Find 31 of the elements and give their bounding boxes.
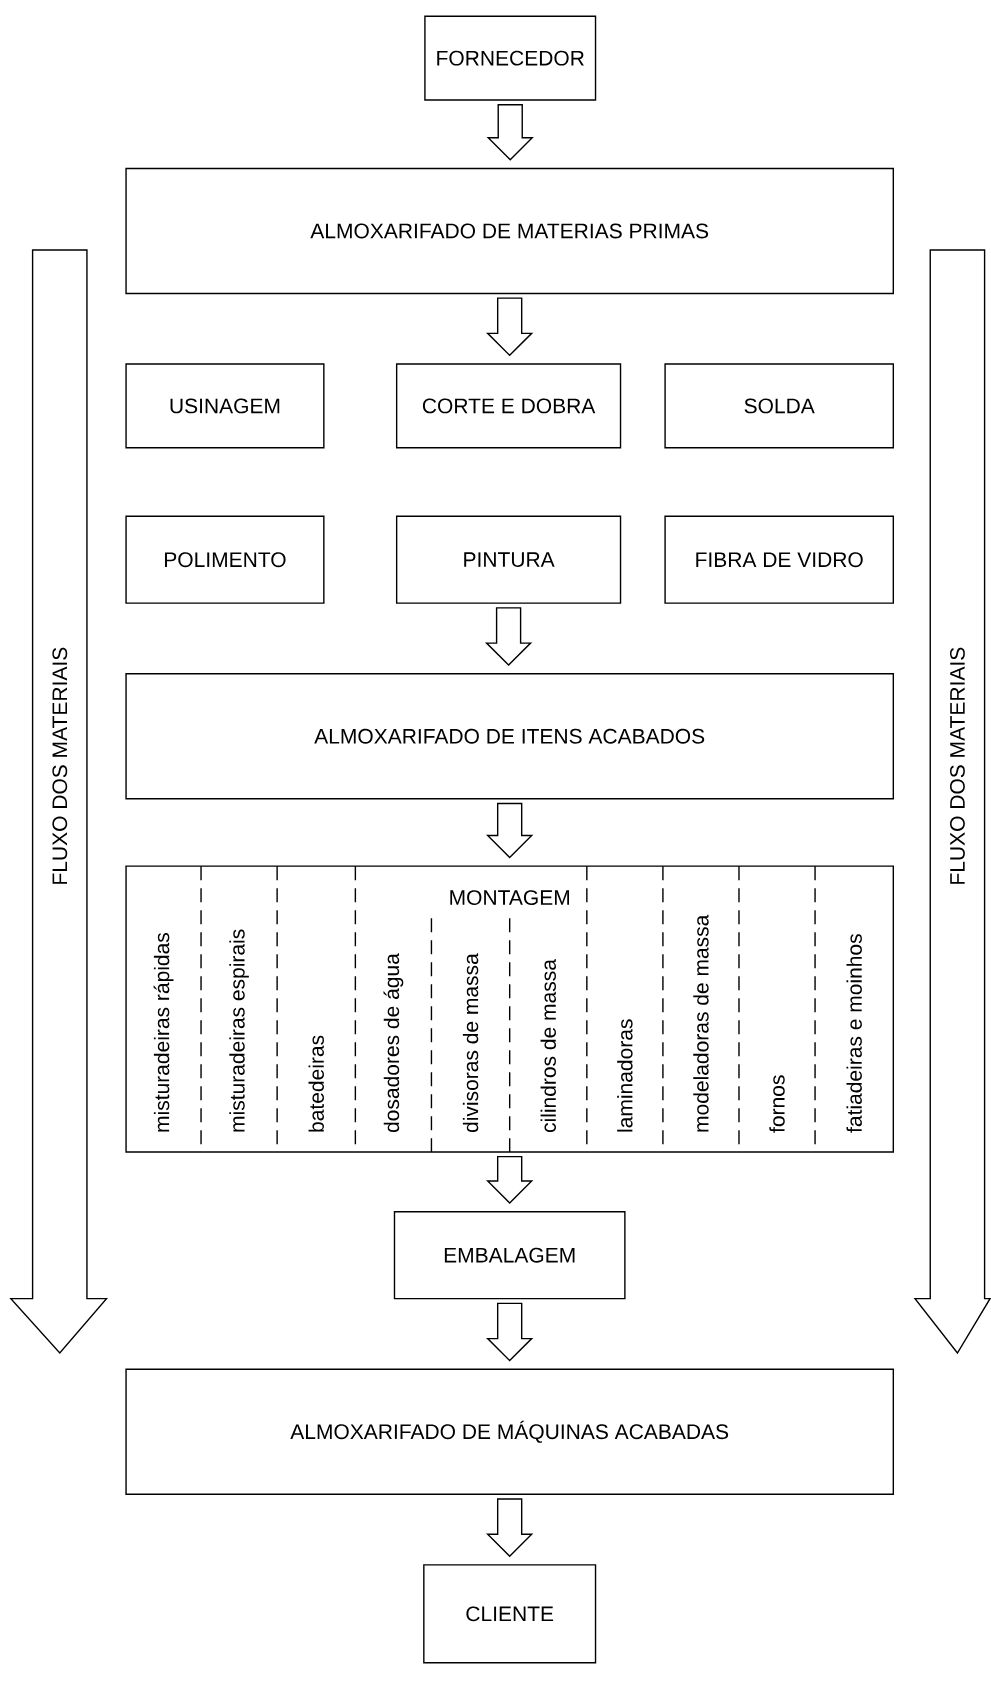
process-box: CLIENTE xyxy=(423,1564,597,1664)
process-box: FIBRA DE VIDRO xyxy=(664,515,894,604)
process-box: EMBALAGEM xyxy=(393,1211,626,1300)
column-label: fatiadeiras e moinhos xyxy=(846,934,862,1133)
process-box: ALMOXARIFADO DE MÁQUINAS ACABADAS xyxy=(125,1368,894,1495)
column-label: dosadores de água xyxy=(383,953,404,1133)
arrow-label: FLUXO DOS MATERIAIS xyxy=(52,647,68,884)
block-arrow xyxy=(486,104,534,161)
process-box: SOLDA xyxy=(664,363,894,449)
block-arrow xyxy=(485,297,534,357)
block-arrow xyxy=(485,802,534,859)
column-label: misturadeiras espirais xyxy=(229,929,249,1132)
process-box: USINAGEM xyxy=(125,363,325,449)
block-arrow xyxy=(484,607,533,667)
column-label: batedeiras xyxy=(308,1035,324,1132)
process-box: PINTURA xyxy=(395,515,622,604)
process-box: CORTE E DOBRA xyxy=(395,363,622,449)
block-arrow xyxy=(485,1302,534,1362)
column-label: laminadoras xyxy=(617,1019,633,1132)
column-label: divisoras de massa xyxy=(462,953,479,1133)
block-arrow xyxy=(485,1498,534,1558)
process-box: POLIMENTO xyxy=(125,515,325,604)
arrow-label: FLUXO DOS MATERIAIS xyxy=(949,647,965,884)
column-label: cilindros de massa xyxy=(540,959,556,1133)
process-box: ALMOXARIFADO DE MATERIAS PRIMAS xyxy=(125,167,894,295)
column-label: modeladoras de massa xyxy=(693,914,709,1132)
block-arrow xyxy=(485,1155,534,1205)
process-box: ALMOXARIFADO DE ITENS ACABADOS xyxy=(125,673,894,800)
column-label: misturadeiras rápidas xyxy=(153,933,174,1132)
column-label: fornos xyxy=(769,1075,785,1133)
process-box: FORNECEDOR xyxy=(424,15,597,101)
